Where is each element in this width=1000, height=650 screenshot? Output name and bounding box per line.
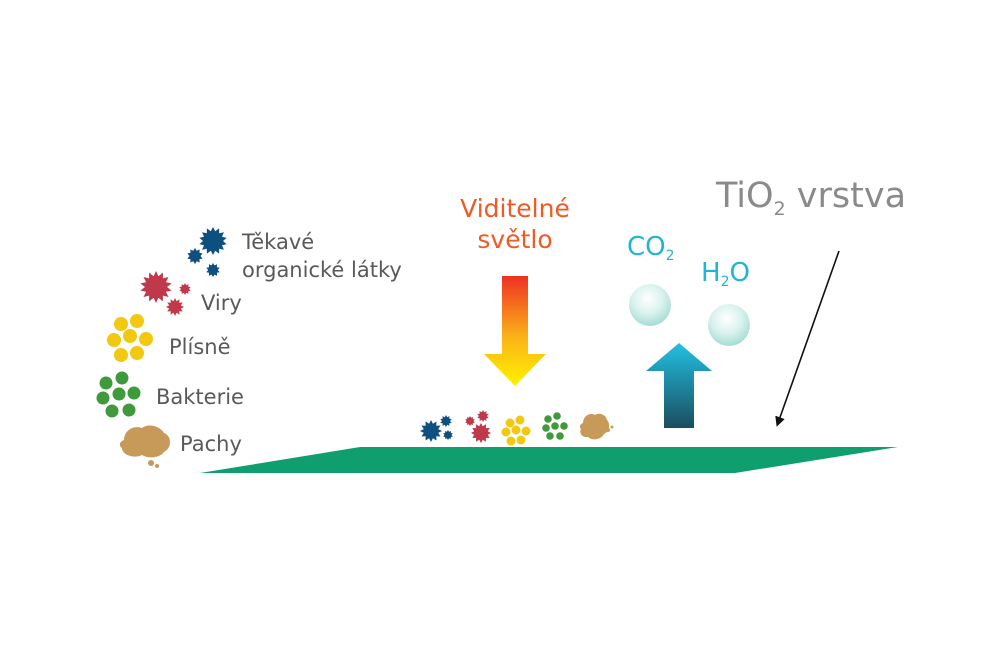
voc-label-line2: organické látky	[242, 258, 402, 282]
mold-icon	[107, 314, 153, 362]
visible-light-line2: světlo	[477, 225, 553, 254]
surface-bacteria-icon	[542, 412, 568, 440]
layer-pointer-arrow	[775, 250, 840, 427]
h2o-o: O	[729, 258, 750, 288]
h2o-label: H2O	[701, 258, 750, 290]
h2o-h: H	[701, 258, 721, 288]
h2o-subscript: 2	[720, 274, 730, 290]
mold-label: Plísně	[169, 335, 231, 359]
voc-icon	[187, 227, 227, 277]
co2-base: CO	[627, 232, 666, 262]
voc-label: Těkavé organické látky	[242, 228, 402, 284]
surface-virus-icon	[465, 410, 491, 443]
light-arrow	[484, 276, 546, 386]
virus-label: Viry	[201, 291, 242, 315]
co2-subscript: 2	[665, 248, 675, 264]
tio2-surface	[200, 447, 898, 473]
virus-icon	[140, 271, 191, 316]
tio2-base: TiO	[716, 176, 774, 216]
visible-light-line1: Viditelné	[460, 194, 570, 223]
surface-odor-icon	[579, 413, 614, 440]
tio2-layer-label: TiO2 vrstva	[716, 176, 906, 220]
bacteria-label: Bakterie	[156, 385, 244, 409]
co2-label: CO2	[627, 232, 675, 264]
products-arrow	[646, 343, 712, 428]
odor-label: Pachy	[180, 432, 242, 456]
surface-mold-icon	[501, 415, 531, 446]
tio2-subscript: 2	[773, 198, 786, 220]
odor-icon	[119, 425, 170, 468]
surface-voc-icon	[420, 415, 453, 442]
h2o-bubble	[708, 304, 750, 346]
bacteria-icon	[96, 371, 141, 418]
co2-bubble	[629, 284, 671, 326]
voc-label-line1: Těkavé	[242, 230, 315, 254]
tio2-rest: vrstva	[785, 176, 907, 216]
visible-light-label: Viditelné světlo	[440, 193, 590, 255]
